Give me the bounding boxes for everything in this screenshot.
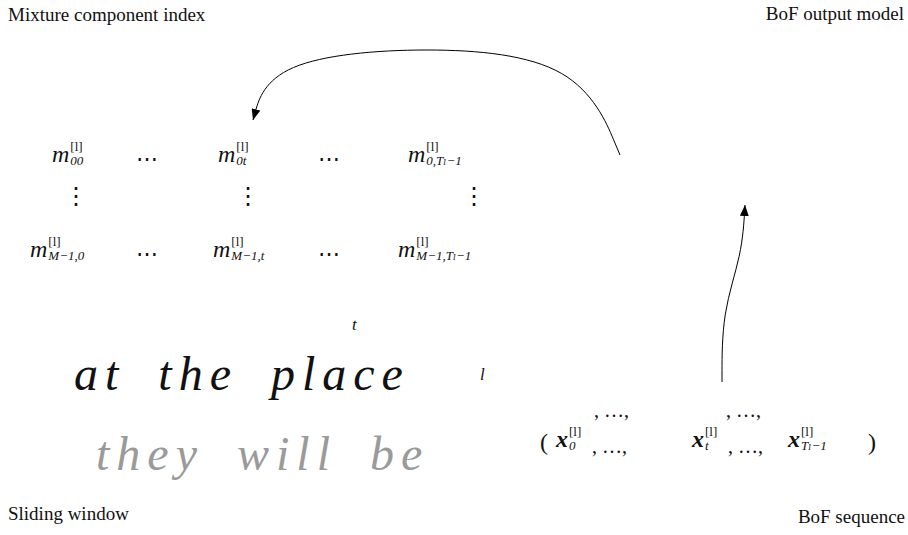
- math-base: x: [692, 427, 704, 451]
- handwriting-line: at the place: [74, 350, 410, 398]
- bof-histograms: [553, 397, 840, 421]
- math-base: m: [30, 237, 47, 261]
- line-index: l: [480, 366, 485, 383]
- node-heading: Sliding window: [8, 503, 129, 524]
- math-base: m: [213, 237, 230, 261]
- simplex-vertex-icons: [621, 47, 905, 276]
- superscript: [l]: [236, 140, 248, 154]
- superscript: [l]: [801, 425, 827, 439]
- math-symbol: x[l]Tₗ−1: [788, 425, 827, 452]
- sequence-node: BoF sequence: [535, 382, 905, 530]
- math-base: m: [218, 142, 235, 166]
- simplex-triangle: [620, 40, 905, 285]
- superscript: [l]: [70, 140, 83, 154]
- window-index: t: [352, 316, 357, 333]
- math-symbol: m[l]00: [52, 140, 83, 167]
- sequence-separator: , …,: [592, 436, 627, 456]
- node-heading-box: Mixture component index: [8, 4, 205, 27]
- model-diamond: [739, 124, 753, 138]
- handwriting-line: they will be: [96, 430, 429, 478]
- math-symbol: m[l]0,Tₗ−1: [408, 140, 462, 167]
- superscript: [l]: [48, 235, 84, 249]
- vertical-ellipsis: ⋮: [236, 183, 260, 209]
- superscript: [l]: [416, 235, 471, 249]
- right-bracket: [508, 125, 516, 275]
- node-heading: BoF output model: [766, 3, 904, 24]
- superscript: [l]: [426, 140, 461, 154]
- parenthesis: ): [868, 430, 876, 454]
- ellipsis: ⋯: [136, 243, 158, 265]
- superscript: [l]: [569, 425, 581, 439]
- math-symbol: m[l]0t: [218, 140, 249, 167]
- vertical-ellipsis: ⋮: [462, 183, 486, 209]
- index-stack: [l]M−1,0: [48, 235, 84, 262]
- subscript: M−1,0: [48, 249, 84, 263]
- node-heading: BoF sequence: [798, 506, 905, 527]
- index-stack: [l]0,Tₗ−1: [426, 140, 461, 167]
- connector-arrow: [722, 205, 745, 382]
- subscript: 0,Tₗ−1: [426, 154, 461, 168]
- projection-circle: [738, 189, 752, 203]
- connector-arrow: [253, 50, 620, 155]
- subscript: t: [705, 439, 717, 453]
- codebook-icons: [12, 336, 40, 491]
- subscript: M−1,Tₗ−1: [416, 249, 471, 263]
- node-heading-box: BoF output model: [766, 3, 904, 26]
- node-heading-box: BoF sequence: [798, 506, 905, 529]
- index-stack: [l]t: [705, 425, 717, 452]
- index-stack: [l]M−1,t: [231, 235, 264, 262]
- index-stack: [l]00: [70, 140, 83, 167]
- ellipsis: ⋯: [318, 148, 340, 170]
- math-symbol: m[l]M−1,t: [213, 235, 264, 262]
- simplex-triangle: [622, 85, 905, 278]
- index-stack: [l]M−1,Tₗ−1: [416, 235, 471, 262]
- math-base: x: [556, 427, 568, 451]
- index-stack: [l]Tₗ−1: [801, 425, 827, 452]
- subscript: M−1,t: [231, 249, 264, 263]
- ellipsis: ⋯: [136, 148, 158, 170]
- vertical-ellipsis: ⋮: [64, 183, 88, 209]
- subscript: 00: [70, 154, 83, 168]
- subscript: 0: [569, 439, 581, 453]
- parenthesis: (: [540, 430, 548, 454]
- node-heading-box: Sliding window: [8, 503, 129, 526]
- subscript: Tₗ−1: [801, 439, 827, 453]
- math-base: m: [408, 142, 425, 166]
- math-base: m: [398, 237, 415, 261]
- math-base: x: [788, 427, 800, 451]
- index-stack: [l]0t: [236, 140, 248, 167]
- sequence-separator: , …,: [726, 400, 761, 420]
- handwriting-image: [68, 335, 475, 500]
- sequence-separator: , …,: [728, 436, 763, 456]
- math-symbol: x[l]t: [692, 425, 717, 452]
- index-stack: [l]0: [569, 425, 581, 452]
- node-heading: Mixture component index: [8, 4, 205, 25]
- superscript: [l]: [231, 235, 264, 249]
- model-diamond: [826, 113, 840, 127]
- math-symbol: x[l]0: [556, 425, 581, 452]
- math-base: m: [52, 142, 69, 166]
- ellipsis: ⋯: [318, 243, 340, 265]
- superscript: [l]: [705, 425, 717, 439]
- subscript: 0t: [236, 154, 248, 168]
- sequence-separator: , …,: [594, 400, 629, 420]
- simplex-node: BoF output model: [620, 40, 905, 285]
- math-symbol: m[l]M−1,0: [30, 235, 84, 262]
- math-symbol: m[l]M−1,Tₗ−1: [398, 235, 471, 262]
- left-bracket: [12, 125, 20, 275]
